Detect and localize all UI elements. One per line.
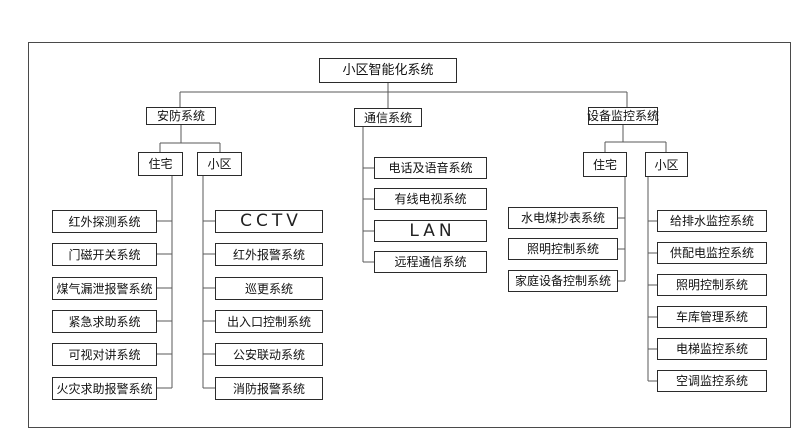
node-security-residence: 住宅 bbox=[138, 152, 183, 176]
node-equipment-residence: 住宅 bbox=[583, 152, 627, 177]
node-utility-meter-reading: 水电煤抄表系统 bbox=[508, 207, 618, 229]
diagram-outer-border bbox=[28, 42, 791, 428]
connector-trunk-equipment-community bbox=[647, 177, 657, 382]
node-security-community: 小区 bbox=[197, 152, 242, 176]
node-lighting-control-residence: 照明控制系统 bbox=[508, 238, 618, 260]
node-communication-system: 通信系统 bbox=[354, 108, 422, 127]
node-root: 小区智能化系统 bbox=[319, 58, 457, 83]
node-lighting-control-community: 照明控制系统 bbox=[657, 274, 767, 296]
node-security-system: 安防系统 bbox=[146, 107, 216, 125]
connector-equipment-split bbox=[604, 124, 667, 152]
node-water-supply-drainage-monitoring: 给排水监控系统 bbox=[657, 210, 767, 232]
node-home-equipment-control: 家庭设备控制系统 bbox=[508, 270, 618, 292]
node-elevator-monitoring: 电梯监控系统 bbox=[657, 338, 767, 360]
node-power-supply-monitoring: 供配电监控系统 bbox=[657, 242, 767, 264]
node-fire-help-alarm: 火灾求助报警系统 bbox=[52, 377, 157, 400]
node-emergency-help: 紧急求助系统 bbox=[52, 310, 157, 333]
node-video-intercom: 可视对讲系统 bbox=[52, 343, 157, 366]
node-cable-tv: 有线电视系统 bbox=[374, 188, 487, 210]
node-gas-leak-alarm: 煤气漏泄报警系统 bbox=[52, 277, 157, 300]
connector-trunk-equipment-residence bbox=[618, 177, 626, 282]
connector-trunk-security-community bbox=[202, 176, 215, 389]
connector-trunk-security-residence bbox=[157, 176, 173, 389]
node-cctv: CCTV bbox=[215, 210, 323, 233]
node-telephone-voice: 电话及语音系统 bbox=[374, 157, 487, 179]
node-patrol-system: 巡更系统 bbox=[215, 277, 323, 300]
node-infrared-alarm: 红外报警系统 bbox=[215, 243, 323, 266]
node-lan: LAN bbox=[374, 220, 487, 242]
node-equipment-community: 小区 bbox=[645, 152, 688, 177]
connector-security-split bbox=[159, 125, 221, 152]
node-air-conditioning-monitoring: 空调监控系统 bbox=[657, 370, 767, 392]
node-garage-management: 车库管理系统 bbox=[657, 306, 767, 328]
connector-trunk-communication bbox=[362, 127, 374, 263]
node-entrance-exit-control: 出入口控制系统 bbox=[215, 310, 323, 333]
node-remote-communication: 远程通信系统 bbox=[374, 251, 487, 273]
node-infrared-detection: 红外探测系统 bbox=[52, 210, 157, 233]
node-public-security-linkage: 公安联动系统 bbox=[215, 343, 323, 366]
node-equipment-monitoring-system: 设备监控系统 bbox=[587, 107, 660, 125]
node-door-magnetic-switch: 门磁开关系统 bbox=[52, 243, 157, 266]
connector-root-to-branches bbox=[179, 83, 628, 108]
node-fire-alarm: 消防报警系统 bbox=[215, 377, 323, 400]
